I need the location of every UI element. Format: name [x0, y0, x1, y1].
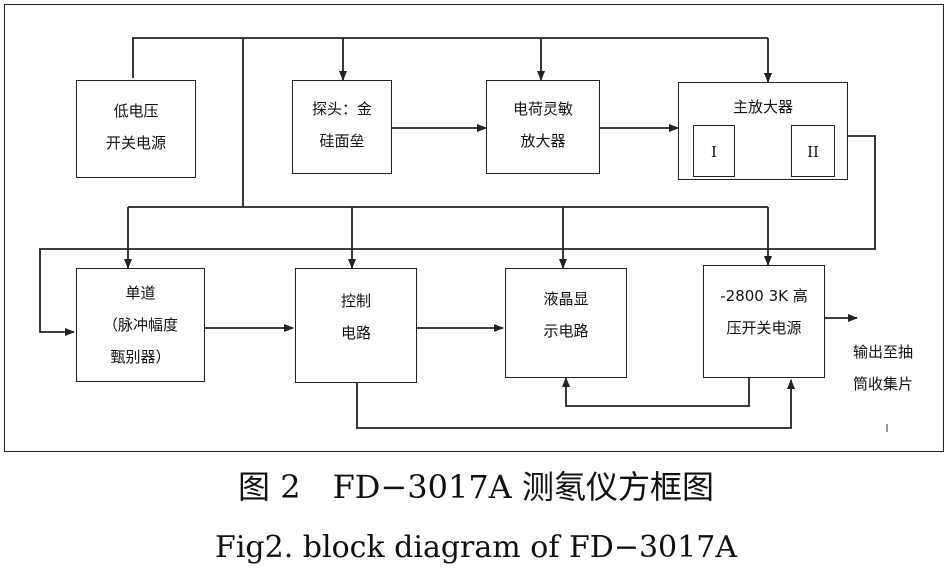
block-label: 硅面垒 — [319, 132, 365, 150]
block-label: （脉冲幅度 — [102, 316, 178, 334]
block-label: 放大器 — [520, 132, 566, 150]
control-circuit-block: 控制 电路 — [295, 268, 417, 383]
block-label: -2800 3K 高 — [720, 287, 808, 305]
main-amp-block: 主放大器 I II — [678, 82, 848, 180]
single-channel-block: 单道 （脉冲幅度 甄别器） — [76, 268, 205, 382]
probe-block: 探头：金 硅面垒 — [292, 80, 392, 174]
lcd-display-block: 液晶显 示电路 — [505, 268, 627, 378]
scan-mark — [886, 424, 888, 432]
main-amp-output-loop — [39, 135, 876, 336]
block-label: 液晶显 — [543, 290, 589, 308]
block-label: 低电压 — [113, 102, 159, 120]
hv-psu-block: -2800 3K 高 压开关电源 — [703, 265, 825, 378]
stage-label: I — [711, 143, 717, 161]
low-voltage-psu-block: 低电压 开关电源 — [76, 80, 196, 178]
block-label: 控制 — [340, 292, 371, 310]
block-label: 压开关电源 — [726, 319, 802, 337]
hv-to-lcd-feedback — [562, 377, 750, 407]
block-label: 电路 — [340, 324, 371, 342]
charge-amp-block: 电荷灵敏 放大器 — [486, 80, 600, 174]
diagram-frame — [4, 4, 944, 452]
main-amp-stage-2: II — [791, 125, 835, 177]
figure-caption-cn: 图 2 FD−3017A 测氡仪方框图 — [238, 468, 714, 506]
block-label: 开关电源 — [105, 134, 166, 152]
control-to-hv-feedback — [356, 379, 795, 429]
output-label-line: 输出至抽 — [853, 343, 914, 361]
block-title: 主放大器 — [732, 98, 793, 116]
figure-caption-en: Fig2. block diagram of FD−3017A — [215, 530, 737, 565]
top-bus — [132, 37, 768, 78]
main-amp-stage-1: I — [693, 125, 735, 177]
stage-label: II — [807, 143, 819, 161]
block-label: 示电路 — [543, 322, 589, 340]
output-label-line: 筒收集片 — [853, 375, 914, 393]
block-label: 甄别器） — [110, 348, 171, 366]
block-label: 探头：金 — [311, 100, 372, 118]
block-label: 电荷灵敏 — [512, 100, 573, 118]
output-label: 输出至抽 筒收集片 — [853, 336, 913, 400]
block-label: 单道 — [125, 284, 156, 302]
